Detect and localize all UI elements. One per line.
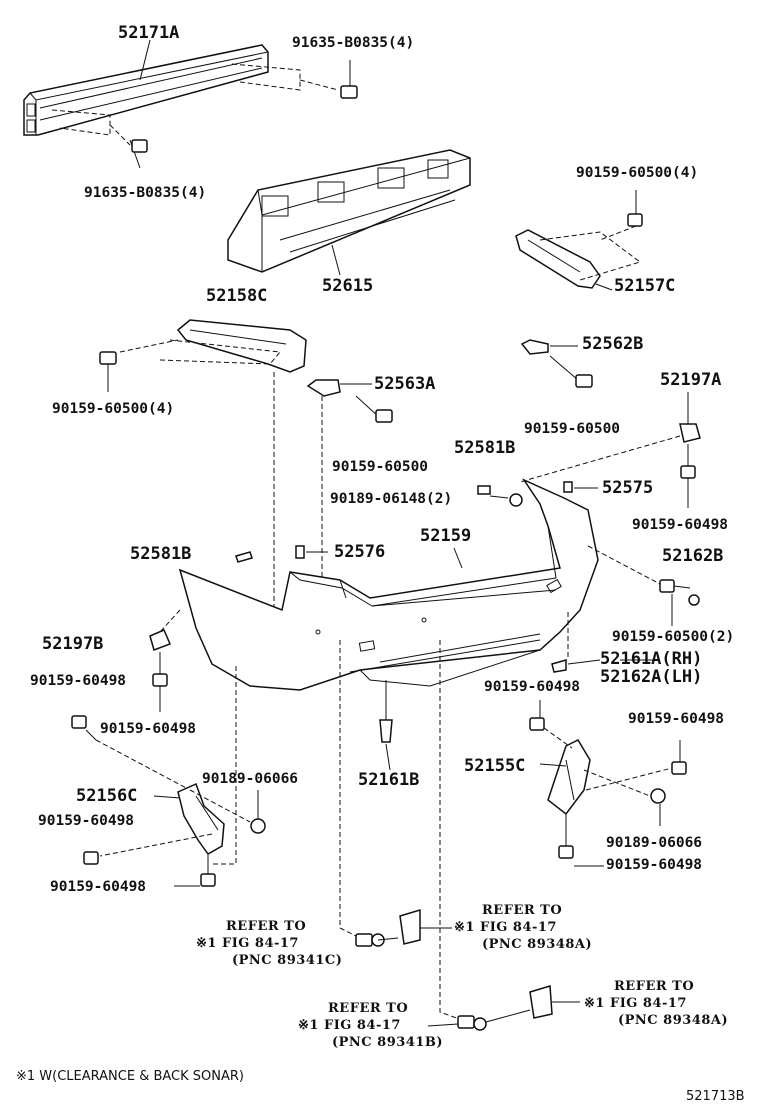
label-52575: 52575 (602, 478, 654, 498)
label-90159-60498-rr: 90159-60498 (628, 711, 725, 727)
clip-52563A-icon (306, 379, 393, 580)
bolt-91635-top-icon (299, 60, 358, 99)
label-52157C: 52157C (614, 276, 676, 296)
retainer-89348A-lower-icon (485, 985, 580, 1023)
label-52162B: 52162B (662, 546, 724, 566)
label-90159-60498-l2: 90159-60498 (100, 721, 197, 737)
retainer-52158C (99, 319, 307, 610)
label-90159-left: 90159-60500(4) (52, 401, 175, 417)
label-90189-06066-left: 90189-06066 (202, 771, 299, 787)
pad-52581B-left-icon (235, 551, 253, 563)
label-52171A: 52171A (118, 23, 180, 43)
label-52563A: 52563A (374, 374, 436, 394)
sonar-sensor-89341C-icon (339, 640, 385, 947)
label-52576: 52576 (334, 542, 386, 562)
label-91635-top: 91635-B0835(4) (292, 35, 415, 51)
label-52562B: 52562B (582, 334, 644, 354)
refer-89341B-line2: ※1 FIG 84-17 (298, 1018, 401, 1033)
label-90159-60498-m: 90159-60498 (484, 679, 581, 695)
bolt-90159-left-icon (71, 715, 191, 791)
label-91635-bottom: 91635-B0835(4) (84, 185, 207, 201)
refer-89348A-upper-line3: (PNC 89348A) (482, 937, 593, 952)
label-52155C: 52155C (464, 756, 526, 776)
label-52615: 52615 (322, 276, 374, 296)
label-90159-mid: 90159-60500 (332, 459, 429, 475)
pad-52576-icon (295, 545, 328, 559)
label-52161B: 52161B (358, 770, 420, 790)
label-90159-60498-l3: 90159-60498 (38, 813, 135, 829)
label-52162A: 52162A(LH) (600, 667, 703, 687)
refer-block-89341B: REFER TO ※1 FIG 84-17 (PNC 89341B) (298, 1000, 443, 1051)
refer-89341B-line3: (PNC 89341B) (332, 1035, 444, 1050)
label-90159-60498-right: 90159-60498 (632, 517, 729, 533)
refer-89348A-upper-line1: REFER TO (482, 903, 563, 918)
label-90189-06148: 90189-06148(2) (330, 491, 453, 507)
clip-52575-icon (563, 481, 598, 493)
label-90159-60500-2: 90159-60500(2) (612, 629, 735, 645)
label-90159-60498-l1: 90159-60498 (30, 673, 127, 689)
label-52581B-left: 52581B (130, 544, 192, 564)
label-90159-60498-rb: 90159-60498 (606, 857, 703, 873)
nut-90189-06148-icon (489, 493, 523, 507)
refer-block-89348A-upper: REFER TO ※1 FIG 84-17 (PNC 89348A) (454, 902, 592, 953)
cap-52161A-icon (551, 612, 601, 673)
cap-52162B-icon (587, 545, 700, 626)
retainer-89348A-upper-icon (377, 908, 452, 945)
bolt-91635-bottom-icon (109, 124, 148, 169)
label-52161A: 52161A(RH) (600, 649, 703, 669)
refer-block-89341C: REFER TO ※1 FIG 84-17 (PNC 89341C) (196, 918, 342, 969)
refer-89341C-line3: (PNC 89341C) (232, 953, 343, 968)
refer-89348A-lower-line2: ※1 FIG 84-17 (584, 996, 687, 1011)
bumper-cover-52159 (178, 478, 599, 691)
label-90189-06066-right: 90189-06066 (606, 835, 703, 851)
refer-89341B-line1: REFER TO (328, 1001, 409, 1016)
pad-52581B-right-icon (477, 485, 491, 495)
nut-90189-06066-left-icon (189, 789, 266, 834)
clip-52562B-icon (520, 339, 593, 388)
bracket-52156C (83, 666, 237, 887)
label-52159: 52159 (420, 526, 472, 546)
footnote: ※1 W(CLEARANCE & BACK SONAR) (16, 1069, 244, 1084)
stay-52197A-icon (519, 392, 701, 508)
refer-89341C-line1: REFER TO (226, 919, 307, 934)
refer-block-89348A-lower: REFER TO ※1 FIG 84-17 (PNC 89348A) (584, 978, 728, 1029)
label-90159-mid-right: 90159-60500 (524, 421, 621, 437)
label-90159-60498-l4: 90159-60498 (50, 879, 147, 895)
diagram-id: 521713B (686, 1089, 745, 1104)
refer-89348A-lower-line1: REFER TO (614, 979, 695, 994)
refer-89341C-line2: ※1 FIG 84-17 (196, 936, 299, 951)
energy-absorber-52615 (227, 149, 471, 276)
cap-52161B-icon (379, 680, 393, 771)
bumper-reinforcement-52171A (23, 39, 301, 136)
label-52197A: 52197A (660, 370, 722, 390)
refer-89348A-upper-line2: ※1 FIG 84-17 (454, 920, 557, 935)
bracket-52155C (529, 700, 687, 867)
retainer-52157C (515, 190, 643, 289)
label-52156C: 52156C (76, 786, 138, 806)
label-90159-top-right: 90159-60500(4) (576, 165, 699, 181)
sonar-sensor-89341B-icon (427, 640, 487, 1031)
stay-52197B-icon (149, 609, 181, 712)
label-52158C: 52158C (206, 286, 268, 306)
refer-89348A-lower-line3: (PNC 89348A) (618, 1013, 729, 1028)
label-52581B-right: 52581B (454, 438, 516, 458)
label-52197B: 52197B (42, 634, 104, 654)
